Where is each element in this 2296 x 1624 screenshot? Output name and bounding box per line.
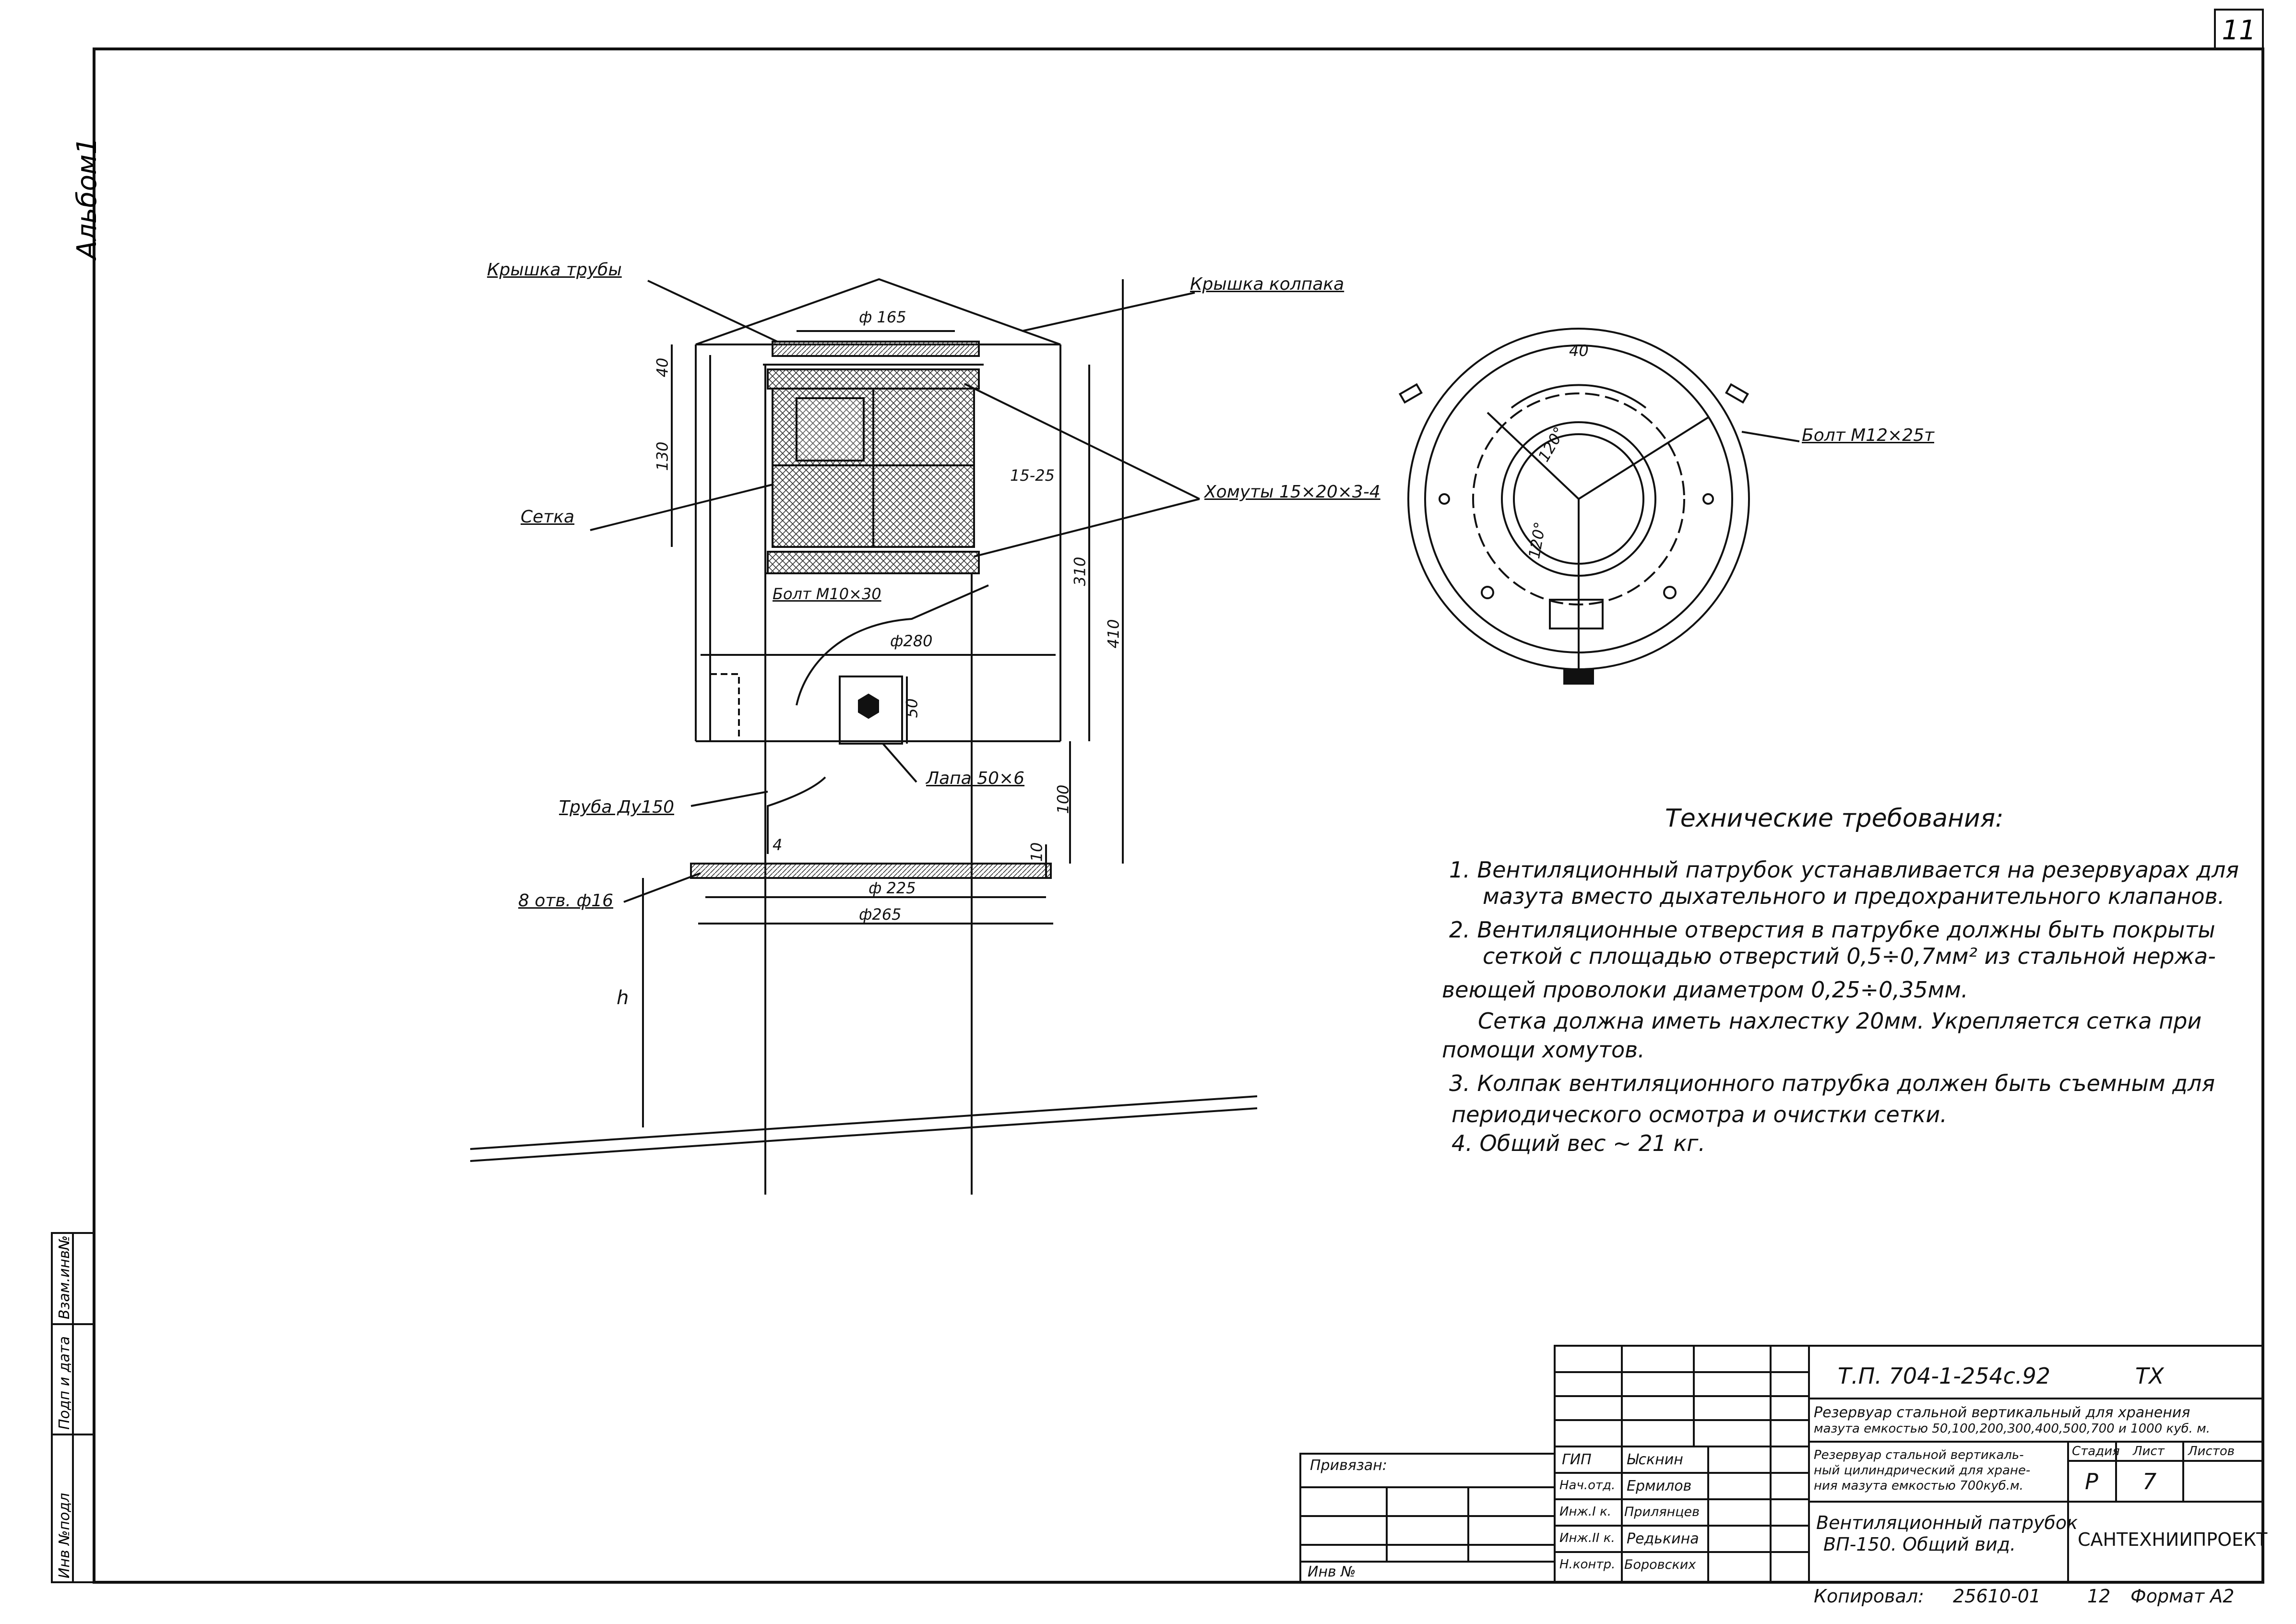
album-label: Альбом1 bbox=[71, 137, 103, 261]
tb-name-3: Прилянцев bbox=[1624, 1505, 1700, 1519]
tb-name-5: Боровских bbox=[1624, 1557, 1696, 1572]
label-holes: 8 отв. ф16 bbox=[518, 891, 614, 911]
requirements-line-3: 2. Вентиляционные отверстия в патрубке д… bbox=[1449, 917, 2215, 943]
requirements-line-5: веющей проволоки диаметром 0,25÷0,35мм. bbox=[1442, 977, 1968, 1003]
left-stamp-inv: Инв №подл bbox=[56, 1493, 73, 1578]
tb-object-3: ния мазута емкостью 700куб.м. bbox=[1814, 1479, 2023, 1493]
label-clamps: Хомуты 15×20×3-4 bbox=[1204, 482, 1380, 502]
tb-stage-header: Стадия bbox=[2072, 1444, 2120, 1458]
tb-role-5: Н.контр. bbox=[1559, 1557, 1616, 1572]
tb-name-2: Ермилов bbox=[1627, 1478, 1692, 1494]
requirements-title: Технические требования: bbox=[1665, 804, 2004, 833]
label-pipe-cover: Крышка трубы bbox=[487, 260, 622, 280]
label-pipe: Труба Ду150 bbox=[559, 797, 674, 817]
requirements-line-10: 4. Общий вес ~ 21 кг. bbox=[1451, 1130, 1706, 1156]
tb-org: САНТЕХНИИПРОЕКТ bbox=[2078, 1529, 2268, 1550]
left-stamp bbox=[51, 1232, 95, 1583]
tb-copied: Копировал: bbox=[1814, 1586, 1924, 1607]
dim-d165: ф 165 bbox=[859, 308, 906, 326]
tb-role-2: Нач.отд. bbox=[1559, 1478, 1616, 1493]
requirements-line-8: 3. Колпак вентиляционного патрубка долже… bbox=[1449, 1070, 2215, 1096]
dim-d225: ф 225 bbox=[868, 879, 916, 897]
dim-15-25: 15-25 bbox=[1010, 466, 1055, 485]
dim-h40: 40 bbox=[653, 357, 672, 378]
tb-code: Т.П. 704-1-254с.92 bbox=[1838, 1363, 2051, 1389]
left-stamp-replace: Взам.инв№ bbox=[56, 1235, 73, 1319]
dim-h: h bbox=[617, 987, 629, 1009]
tb-sheet-title-1: Вентиляционный патрубок bbox=[1816, 1512, 2078, 1533]
left-stamp-sign: Подп и дата bbox=[56, 1336, 73, 1430]
dim-d50: 50 bbox=[903, 698, 921, 718]
tb-inv: Инв № bbox=[1308, 1564, 1356, 1580]
sheet-number: 11 bbox=[2222, 15, 2256, 46]
elevation-view bbox=[470, 278, 1258, 1195]
sheet-number-box bbox=[2214, 9, 2264, 50]
requirements-line-7: помощи хомутов. bbox=[1442, 1037, 1645, 1063]
tb-role-3: Инж.I к. bbox=[1559, 1505, 1612, 1519]
label-bolt-m12: Болт М12×25т bbox=[1802, 426, 1934, 445]
requirements-line-1: 1. Вентиляционный патрубок устанавливает… bbox=[1449, 857, 2239, 883]
tb-project-1: Резервуар стальной вертикальный для хран… bbox=[1814, 1404, 2190, 1421]
tb-section: ТХ bbox=[2135, 1363, 2164, 1389]
tb-copy-sheet: 12 bbox=[2087, 1586, 2111, 1607]
tb-sheet: 7 bbox=[2142, 1469, 2157, 1494]
tb-sheet-title-2: ВП-150. Общий вид. bbox=[1823, 1534, 2016, 1555]
label-mesh: Сетка bbox=[521, 507, 575, 527]
label-bolt-m10: Болт М10×30 bbox=[773, 585, 881, 603]
requirements-line-4: сеткой с площадью отверстий 0,5÷0,7мм² и… bbox=[1483, 943, 2216, 969]
requirements-line-6: Сетка должна иметь нахлестку 20мм. Укреп… bbox=[1478, 1008, 2202, 1034]
label-cap-cover: Крышка колпака bbox=[1190, 274, 1344, 294]
dim-d4: 4 bbox=[773, 836, 783, 854]
title-block-grid bbox=[1299, 1345, 2264, 1583]
tb-role-4: Инж.II к. bbox=[1559, 1531, 1615, 1545]
tb-bound: Привязан: bbox=[1310, 1457, 1387, 1474]
dim-h10: 10 bbox=[1027, 842, 1046, 862]
tb-copy-no: 25610-01 bbox=[1953, 1586, 2041, 1607]
tb-project-2: мазута емкостью 50,100,200,300,400,500,7… bbox=[1814, 1422, 2211, 1436]
dim-d265: ф265 bbox=[859, 905, 902, 924]
dim-h130: 130 bbox=[653, 441, 672, 471]
tb-name-4: Редькина bbox=[1627, 1530, 1699, 1547]
tb-object-2: ный цилиндрический для хране- bbox=[1814, 1463, 2031, 1478]
dim-d280: ф280 bbox=[890, 632, 933, 650]
plan-view bbox=[1398, 328, 1800, 685]
tb-name-1: Ыскнин bbox=[1627, 1451, 1683, 1468]
dim-plan-40: 40 bbox=[1569, 342, 1589, 360]
requirements-line-2: мазута вместо дыхательного и предохранит… bbox=[1483, 883, 2225, 909]
sheet-frame bbox=[93, 47, 2264, 1584]
tb-sheets-header: Листов bbox=[2188, 1444, 2235, 1458]
dim-h410: 410 bbox=[1104, 619, 1123, 649]
tb-stage: Р bbox=[2085, 1469, 2098, 1494]
requirements-line-9: периодического осмотра и очистки сетки. bbox=[1451, 1102, 1947, 1127]
dim-h100: 100 bbox=[1054, 784, 1072, 814]
tb-object-1: Резервуар стальной вертикаль- bbox=[1814, 1448, 2024, 1462]
tb-format: Формат А2 bbox=[2130, 1586, 2235, 1607]
label-lug: Лапа 50×6 bbox=[926, 769, 1025, 788]
dim-h310: 310 bbox=[1071, 557, 1089, 586]
tb-role-1: ГИП bbox=[1562, 1451, 1592, 1468]
tb-sheet-header: Лист bbox=[2133, 1444, 2165, 1458]
